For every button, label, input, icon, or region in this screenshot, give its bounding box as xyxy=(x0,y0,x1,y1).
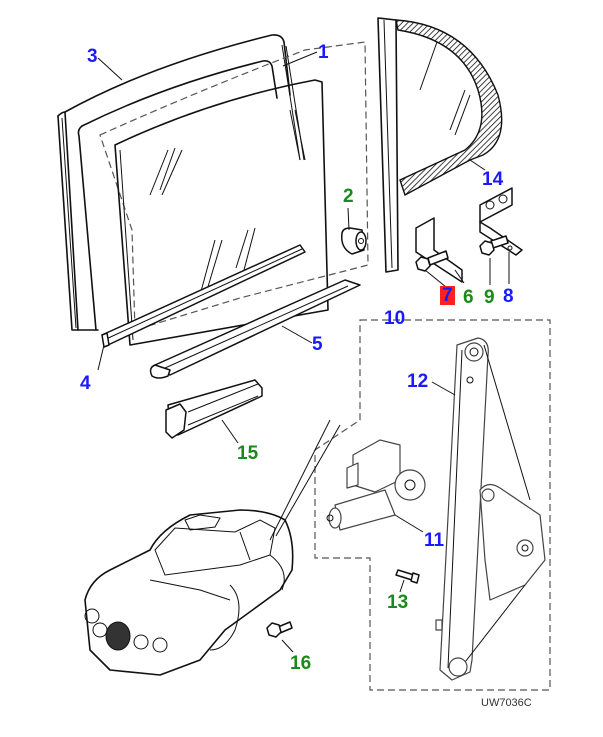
callout-13[interactable]: 13 xyxy=(387,592,409,613)
callout-8[interactable]: 8 xyxy=(503,286,514,307)
callout-leader-lines xyxy=(97,51,510,653)
callout-6[interactable]: 6 xyxy=(463,287,474,308)
glass-group-outline xyxy=(99,41,369,331)
callout-7-highlighted[interactable]: 7 xyxy=(440,285,455,306)
bracket-assembly-drawing xyxy=(415,187,523,283)
glass-run-seal-drawing xyxy=(57,34,305,331)
regulator-group-outline xyxy=(314,319,551,691)
vehicle-location-drawing xyxy=(84,419,341,676)
callout-2[interactable]: 2 xyxy=(343,186,354,207)
callout-12[interactable]: 12 xyxy=(407,371,429,392)
callout-15[interactable]: 15 xyxy=(237,443,259,464)
window-regulator-drawing xyxy=(435,337,546,681)
glass-channel-strip-drawing xyxy=(149,279,361,379)
callout-5[interactable]: 5 xyxy=(312,334,323,355)
callout-11[interactable]: 11 xyxy=(424,530,445,551)
glass-roller-drawing xyxy=(340,227,367,255)
quarter-glass-drawing xyxy=(377,17,503,273)
callout-16[interactable]: 16 xyxy=(290,653,312,674)
callout-1[interactable]: 1 xyxy=(318,42,329,63)
seal-end-cap-drawing xyxy=(165,379,263,439)
mounting-bolt-drawing xyxy=(266,621,293,638)
callout-14[interactable]: 14 xyxy=(482,169,504,190)
regulator-motor-drawing xyxy=(326,439,426,531)
diagram-reference-code: UW7036C xyxy=(481,697,532,709)
door-glass-drawing xyxy=(114,79,329,346)
callout-4[interactable]: 4 xyxy=(80,373,91,394)
regulator-screw-drawing xyxy=(395,569,420,584)
callout-10[interactable]: 10 xyxy=(384,308,406,329)
callout-9[interactable]: 9 xyxy=(484,287,495,308)
callout-3[interactable]: 3 xyxy=(87,46,98,67)
inner-waist-seal-drawing xyxy=(101,244,306,348)
